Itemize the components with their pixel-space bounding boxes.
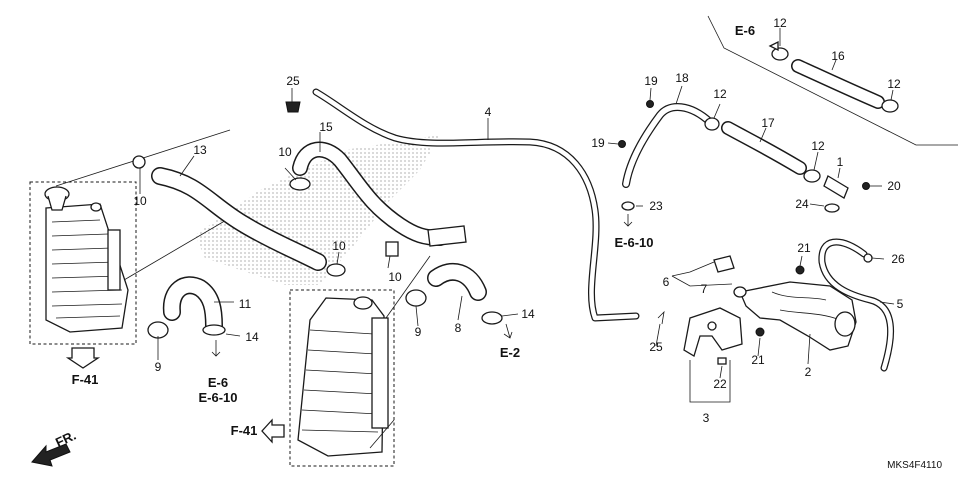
front-direction-arrow [31, 443, 71, 467]
callout-26: 26 [891, 252, 905, 266]
arrow-f41-right [261, 418, 285, 444]
callout-14-a: 14 [245, 330, 259, 344]
callout-17: 17 [761, 116, 775, 130]
callout-10-d: 10 [388, 270, 402, 284]
callout-16: 16 [831, 49, 845, 63]
callout-14-b: 14 [521, 307, 535, 321]
hose-8 [427, 262, 487, 301]
hose-18 [622, 103, 714, 188]
callout-7: 7 [701, 282, 708, 296]
right-radiator [289, 255, 431, 467]
callout-labels: 1 2 3 4 5 6 7 8 9 9 10 10 10 10 11 12 12… [133, 16, 905, 425]
hose-15 [292, 141, 467, 247]
arrow-e2 [503, 323, 513, 339]
callout-10-a: 10 [133, 194, 147, 208]
hose-17 [721, 121, 807, 175]
callout-12-c: 12 [713, 87, 727, 101]
callout-10-b: 10 [278, 145, 292, 159]
callout-21-upper: 21 [797, 241, 811, 255]
reference-arrows [65, 40, 779, 444]
callout-5: 5 [897, 297, 904, 311]
callout-9-right: 9 [415, 325, 422, 339]
ref-e6-top: E-6 [735, 23, 755, 38]
shaded-area [195, 135, 440, 285]
arrow-e6-bottom [211, 340, 221, 357]
callout-6: 6 [663, 275, 670, 289]
hose-11 [162, 276, 223, 335]
hose-4 [312, 88, 640, 322]
small-parts [132, 47, 899, 365]
callout-15: 15 [319, 120, 333, 134]
callout-4: 4 [485, 105, 492, 119]
thermostat-housing [739, 281, 857, 351]
arrow-f41-left [65, 347, 101, 369]
callout-2: 2 [805, 365, 812, 379]
callout-19-left: 19 [591, 136, 605, 150]
callout-18: 18 [675, 71, 689, 85]
hose-13 [151, 167, 327, 271]
callout-12-d: 12 [811, 139, 825, 153]
ref-e6-bottom: E-6 [208, 375, 228, 390]
hose-5 [818, 238, 895, 372]
callout-1: 1 [837, 155, 844, 169]
section-divider [707, 15, 958, 146]
callout-12-a: 12 [773, 16, 787, 30]
callout-25-bottom: 25 [649, 340, 663, 354]
callout-9-left: 9 [155, 360, 162, 374]
callout-21-lower: 21 [751, 353, 765, 367]
callout-8: 8 [455, 321, 462, 335]
callout-12-b: 12 [887, 77, 901, 91]
ref-e6-10-bottom: E-6-10 [198, 390, 237, 405]
callout-3: 3 [703, 411, 710, 425]
reference-labels: E-6 E-6-10 E-2 E-6 E-6-10 F-41 F-41 [72, 23, 755, 438]
arrow-e6-10-mid [623, 214, 633, 227]
callout-10-c: 10 [332, 239, 346, 253]
leader-lines [139, 28, 895, 403]
diagram-code: MKS4F4110 [887, 460, 942, 471]
ref-e6-10-mid: E-6-10 [614, 235, 653, 250]
hose-16 [791, 59, 885, 109]
callout-25-top: 25 [286, 74, 300, 88]
callout-19-top: 19 [644, 74, 658, 88]
callout-11: 11 [239, 297, 252, 311]
front-direction-label: FR. [53, 428, 78, 450]
ref-f41-right: F-41 [231, 423, 258, 438]
callout-22: 22 [713, 377, 727, 391]
ref-e2: E-2 [500, 345, 520, 360]
thermostat-bracket [683, 307, 743, 357]
arrow-e6-top [768, 40, 779, 52]
callout-24: 24 [795, 197, 809, 211]
callout-23: 23 [649, 199, 663, 213]
left-radiator [29, 129, 241, 345]
ref-f41-left: F-41 [72, 372, 99, 387]
callout-20: 20 [887, 179, 901, 193]
callout-13: 13 [193, 143, 207, 157]
